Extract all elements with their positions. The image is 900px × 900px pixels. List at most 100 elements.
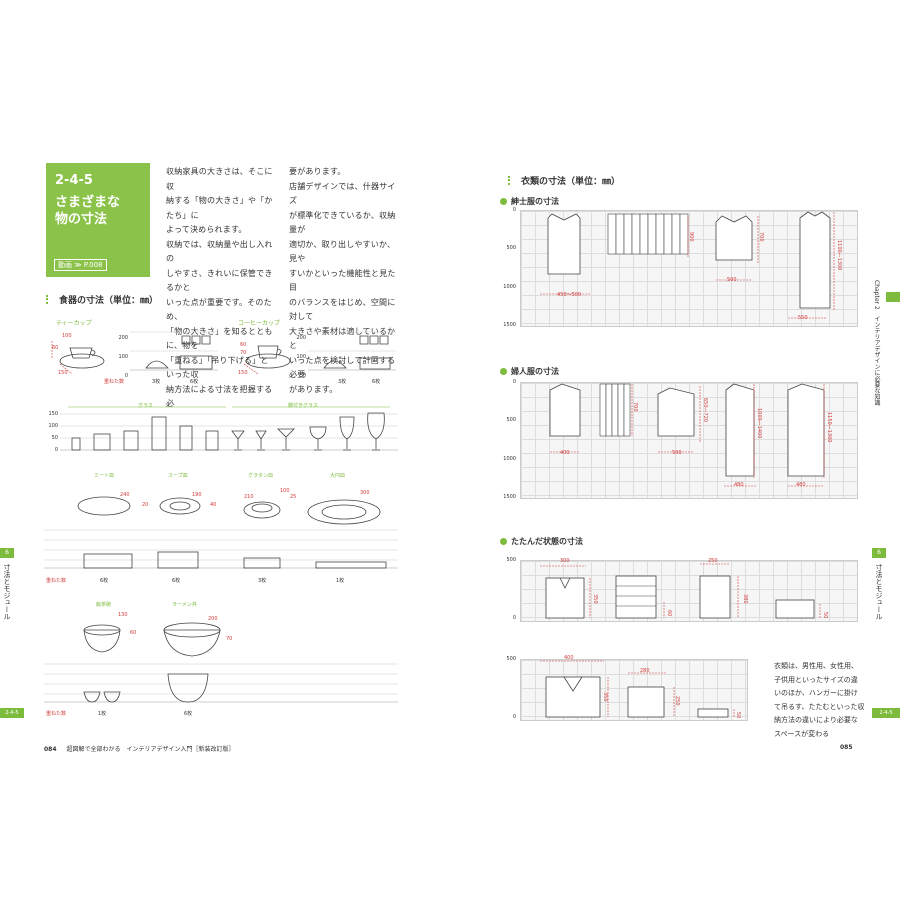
tick: 500 xyxy=(506,557,516,563)
mens-dim-500: 500 xyxy=(727,277,737,283)
tick: 0 xyxy=(512,207,516,213)
tick: 50 xyxy=(51,435,58,441)
folded2-dim-280: 280 xyxy=(640,668,650,674)
side-tab-label: 寸法とモジュール xyxy=(3,564,11,620)
text-line: 収納では、収納量や出し入れの xyxy=(166,239,273,264)
tick: 100 xyxy=(48,423,58,429)
ramen-bowl-label: ラーメン丼 xyxy=(172,602,197,608)
coffee-stack-chart xyxy=(308,331,396,371)
tick: 1000 xyxy=(503,284,516,290)
womens-clothes-illustration xyxy=(549,383,825,487)
tick: 0 xyxy=(512,615,516,621)
meat-dim-240: 240 xyxy=(120,492,130,498)
side-num: 6 xyxy=(872,548,886,558)
coffee-count-6: 6枚 xyxy=(372,379,381,385)
text-line: よって決められます。 xyxy=(166,225,247,234)
tick: 0 xyxy=(302,373,306,379)
folded2-clothes-illustration xyxy=(540,660,735,718)
teacup-stack-chart xyxy=(130,331,218,371)
womens-dim-500: 500 xyxy=(672,450,682,456)
bullet-icon xyxy=(500,198,507,205)
glass-axis: 150 100 50 0 xyxy=(44,408,58,456)
folded2-dim-50: 50 xyxy=(735,712,741,719)
meat-plate-label: ミート皿 xyxy=(94,473,115,479)
womens-dim-700: 700 xyxy=(632,402,638,412)
mens-dim-900: 900 xyxy=(688,232,694,242)
teacup-dim-a: 100 xyxy=(62,333,72,339)
note-line: て吊るす、たたむといった収 xyxy=(774,702,865,711)
book-title: 超図解で全部わかる インテリアデザイン入門［新装改訂版］ xyxy=(66,746,235,753)
folded-title: たたんだ状態の寸法 xyxy=(500,536,583,547)
womens-dim-650: 650〜720 xyxy=(702,398,708,423)
coffee-count-3: 3枚 xyxy=(338,379,347,385)
chapter-tab-label: Chapter 2 インテリアデザインに必要な知識 xyxy=(873,280,880,406)
gratin-dim-25: 25 xyxy=(290,494,297,500)
womens-dim-1000: 1000〜1400 xyxy=(756,408,762,439)
tick: 1500 xyxy=(503,322,516,328)
section-number: 2-4-5 xyxy=(55,173,93,188)
stem-glass-label: 脚付きグラス xyxy=(288,403,318,409)
womens-dim-1150: 1150〜1300 xyxy=(826,412,832,443)
text-line: 「物の大きさ」を知るとともに、物を xyxy=(166,326,273,351)
teacup-dim-b: 60 xyxy=(52,345,59,351)
teacup-label: ティーカップ xyxy=(56,320,92,327)
tick: 200 xyxy=(296,335,306,341)
plate-stack-label: 重ねた数 xyxy=(46,578,67,584)
coffee-dim-c: 150 xyxy=(238,370,248,376)
soup-dim-40: 40 xyxy=(210,502,217,508)
coffeecup-illustration xyxy=(243,345,291,375)
bullet-icon xyxy=(500,538,507,545)
soup-dim-190: 190 xyxy=(192,492,202,498)
bullet-icon xyxy=(500,368,507,375)
chapter-tab xyxy=(886,292,900,302)
womens-dim-480b: 480 xyxy=(796,482,806,488)
mens-dim-550: 550 xyxy=(798,315,808,321)
plate-count-6a: 6枚 xyxy=(100,578,109,584)
mens-clothes-illustration xyxy=(540,211,835,319)
heading-marker-icon xyxy=(508,176,516,185)
text-line: いった点を検討して計画する必要 xyxy=(289,355,396,380)
tick: 0 xyxy=(512,379,516,385)
note-line: いのほか、ハンガーに掛け xyxy=(774,689,858,697)
mens-title: 紳士服の寸法 xyxy=(500,196,559,207)
plate-count-1: 1枚 xyxy=(336,578,345,584)
text-line: 要があります。 xyxy=(289,167,346,176)
tick: 500 xyxy=(506,245,516,251)
glass-label: グラス xyxy=(138,403,153,409)
text-line: 納方法による寸法を把握する必 xyxy=(166,384,273,409)
plates-illustration xyxy=(77,496,381,525)
tick: 100 xyxy=(118,354,128,360)
plate-count-3: 3枚 xyxy=(258,578,267,584)
teacup-axis: 200 100 0 xyxy=(112,329,128,386)
glass-chart xyxy=(60,406,398,451)
folded2-dim-400: 400 xyxy=(564,655,574,661)
plate-stack-chart xyxy=(44,529,398,569)
folded-dim-350: 350 xyxy=(592,594,598,604)
tick: 500 xyxy=(506,417,516,423)
note-line: 納方法の違いにより必要な xyxy=(774,716,858,724)
soup-plate-label: スープ皿 xyxy=(168,473,188,479)
text-line: すいかといった機能性と見た目 xyxy=(289,268,396,293)
large-dim-300: 300 xyxy=(360,490,370,496)
plate-count-6b: 6枚 xyxy=(172,578,181,584)
clothes-note: 衣類は、男性用、女性用、 子供用といったサイズの違 いのほか、ハンガーに掛け て… xyxy=(774,660,864,741)
gratin-dim-100: 100 xyxy=(280,488,290,494)
folded-dim-50: 50 xyxy=(822,612,828,619)
right-folio: 085 xyxy=(840,744,853,751)
bowls-illustration xyxy=(83,622,221,657)
folded-title-text: たたんだ状態の寸法 xyxy=(511,537,583,546)
gratin-plate-label: グラタン皿 xyxy=(248,473,274,479)
gratin-dim-210: 210 xyxy=(244,494,254,500)
body-column-1: 収納家具の大きさは、そこに収 納する「物の大きさ」や「かたち」に よって決められ… xyxy=(166,165,276,412)
left-side-tab: 6 寸法とモジュール xyxy=(0,548,14,718)
left-folio: 084 xyxy=(44,746,57,753)
right-side-tab: 6 寸法とモジュール xyxy=(872,548,900,698)
video-link[interactable]: 動画 ≫ P.008 xyxy=(54,259,107,271)
heading-marker-icon xyxy=(46,295,54,304)
text-line: 店舗デザインでは、什器サイズ xyxy=(289,181,396,206)
tick: 100 xyxy=(296,354,306,360)
womens-title: 婦人服の寸法 xyxy=(500,366,559,377)
tick: 0 xyxy=(512,714,516,720)
bowl-count-1: 1枚 xyxy=(98,711,107,717)
text-line: が標準化できているか、収納量が xyxy=(289,210,396,235)
